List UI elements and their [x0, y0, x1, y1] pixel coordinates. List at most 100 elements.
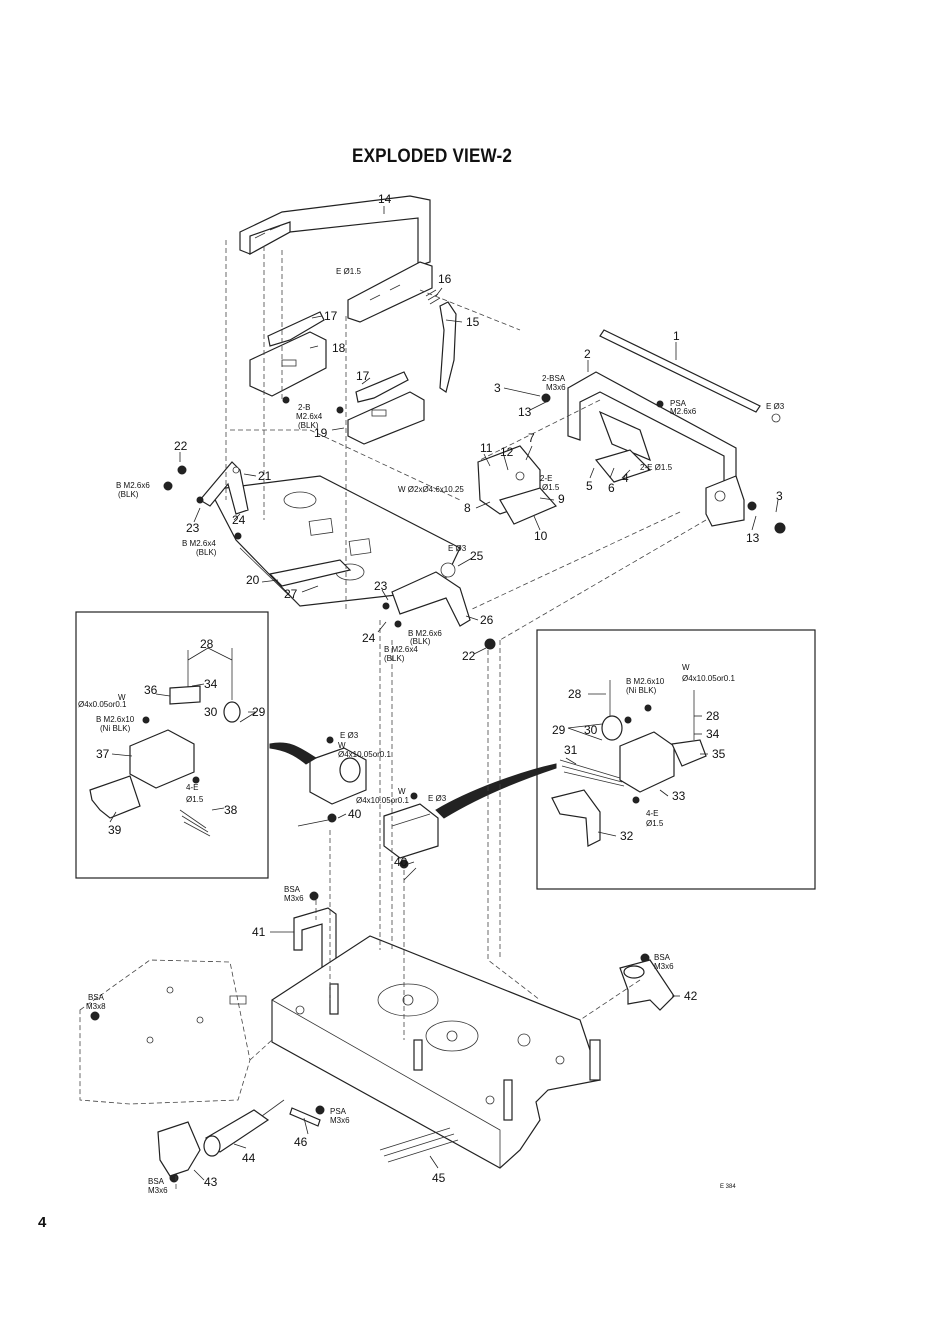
callout-label: B M2.6x10	[626, 677, 665, 686]
callout-label: 17	[324, 309, 338, 323]
callout-label: 20	[246, 573, 260, 587]
callout-label: Ø4x10.05or0.1	[682, 674, 735, 683]
callout-label: 8	[464, 501, 471, 515]
callout-label: 19	[314, 426, 328, 440]
callout-label: 7	[528, 431, 535, 445]
callout-label: 13	[518, 405, 532, 419]
callout-label: 16	[438, 272, 452, 286]
callout-label: 40	[394, 855, 408, 869]
part-head-bracket-left	[249, 311, 327, 404]
callout-label: M3x6	[148, 1186, 168, 1195]
page-number: 4	[38, 1214, 47, 1231]
callout-label: (BLK)	[410, 637, 431, 646]
callout-label: 43	[204, 1175, 218, 1189]
part-lever-26	[391, 562, 471, 627]
callout-label: PSA	[670, 399, 687, 408]
callout-label: 33	[672, 789, 686, 803]
callout-label: 2-BSA	[542, 374, 566, 383]
callout-label: 13	[746, 531, 760, 545]
alignment-guides	[175, 240, 707, 1190]
callout-label: 11	[480, 441, 493, 455]
page-title: EXPLODED VIEW-2	[352, 146, 513, 167]
callout-label: 30	[204, 705, 218, 719]
part-bracket-42	[619, 959, 675, 1011]
callout-label: Ø4x10.05or0.1	[356, 796, 409, 805]
part-lever-15	[425, 289, 457, 393]
detail-box-left	[75, 611, 269, 879]
callout-label: W	[682, 663, 690, 672]
callout-label: 42	[684, 989, 698, 1003]
callout-label: 10	[534, 529, 548, 543]
callout-label: E Ø3	[340, 731, 359, 740]
footer-code: E 384	[720, 1184, 736, 1190]
callout-label: 29	[552, 723, 566, 737]
callout-label: 41	[252, 925, 266, 939]
part-shaft-1	[599, 329, 781, 423]
callout-label: 45	[432, 1171, 446, 1185]
callout-label: 22	[462, 649, 476, 663]
callout-label: B M2.6x6	[116, 481, 150, 490]
callout-label: 32	[620, 829, 634, 843]
part-bracket-41	[293, 907, 337, 973]
callout-label: 6	[608, 481, 615, 495]
callout-label: Ø1.5	[186, 795, 204, 804]
callout-label: BSA	[88, 993, 105, 1002]
callout-label: W Ø2xØ4.6x10.25	[398, 485, 464, 494]
callout-label: 28	[200, 637, 214, 651]
callout-label: 5	[586, 479, 593, 493]
callout-label: PSA	[330, 1107, 347, 1116]
part-main-chassis	[271, 935, 601, 1169]
callout-label: 27	[284, 587, 298, 601]
callout-label: B M2.6x4	[182, 539, 216, 548]
callout-label: B M2.6x6	[408, 629, 442, 638]
callout-label: W	[398, 787, 406, 796]
callout-label: 17	[356, 369, 370, 383]
callout-label: (Ni BLK)	[100, 724, 131, 733]
callout-label: 15	[466, 315, 480, 329]
callout-label: W	[118, 693, 126, 702]
callout-label: 29	[252, 705, 266, 719]
callout-label: Ø4x0.05or0.1	[78, 700, 127, 709]
callout-label: B M2.6x10	[96, 715, 135, 724]
callout-label: 2	[584, 347, 591, 361]
callout-label: E Ø3	[428, 794, 447, 803]
callout-label: M2.6x6	[670, 407, 697, 416]
callout-label: (BLK)	[384, 654, 405, 663]
callout-label: 4-E	[646, 809, 658, 818]
callout-label: 37	[96, 747, 110, 761]
callout-label: 26	[480, 613, 494, 627]
pointer-arrows	[269, 742, 557, 819]
callout-label: 4	[622, 471, 629, 485]
part-top-frame	[239, 195, 433, 323]
callout-label: M3x6	[654, 962, 674, 971]
callout-label: Ø1.5	[646, 819, 664, 828]
callout-label: BSA	[148, 1177, 165, 1186]
callout-label: M3x6	[546, 383, 566, 392]
callout-label: W	[338, 741, 346, 750]
callout-label: E Ø3	[448, 544, 467, 553]
part-side-plate	[79, 959, 251, 1105]
callout-label: (Ni BLK)	[626, 686, 657, 695]
callout-label: 2-E	[540, 474, 552, 483]
callout-label: B M2.6x4	[384, 645, 418, 654]
callout-label: 12	[500, 445, 514, 459]
part-right-bracket	[477, 371, 745, 527]
callout-label: 28	[568, 687, 582, 701]
callout-label: (BLK)	[196, 548, 217, 557]
callout-label: 14	[378, 192, 392, 206]
part-solenoid-44	[203, 1099, 285, 1157]
callout-label: 28	[706, 709, 720, 723]
callout-label: 9	[558, 492, 565, 506]
callout-label: 18	[332, 341, 346, 355]
callout-label: 36	[144, 683, 158, 697]
detail-box-right	[536, 629, 816, 890]
part-slide-plate	[209, 475, 461, 607]
callout-label: Ø1.5	[542, 483, 560, 492]
callout-label: 38	[224, 803, 238, 817]
callout-label: 44	[242, 1151, 256, 1165]
callout-label: 40	[348, 807, 362, 821]
callout-label: 46	[294, 1135, 308, 1149]
part-center-assembly-left	[309, 736, 367, 823]
callout-label: 34	[706, 727, 720, 741]
